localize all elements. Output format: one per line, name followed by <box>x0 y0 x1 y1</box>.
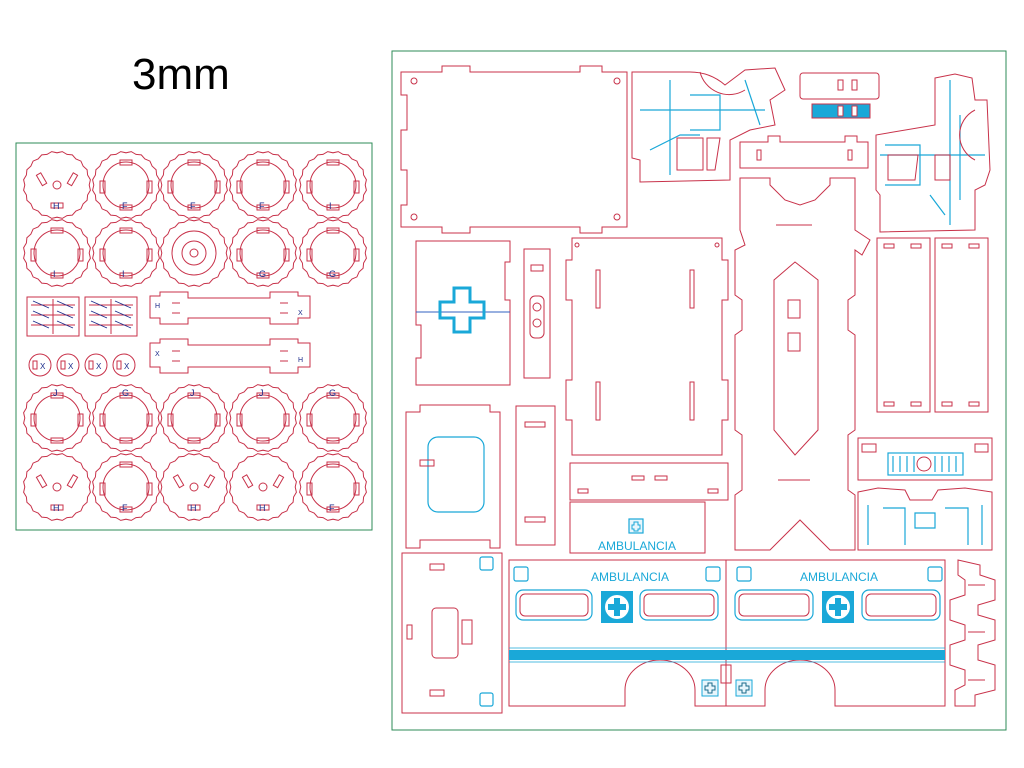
wheel-part: J <box>160 384 228 452</box>
front-bumper <box>857 487 993 551</box>
stripe <box>509 650 945 660</box>
medical-cross-icon <box>822 591 854 623</box>
wheel-part: F <box>229 151 297 219</box>
wheel-letter: I <box>53 269 56 279</box>
medical-cross-icon <box>735 679 753 697</box>
cab-side-left <box>631 67 786 183</box>
hub-part: X <box>56 353 80 377</box>
back-door-panel <box>401 552 503 714</box>
wheel-letter: G <box>122 388 129 398</box>
rear-door-panel <box>415 240 511 386</box>
wheel-letter: G <box>259 269 266 279</box>
wheel-part: I <box>92 219 160 287</box>
wheel-part: I <box>23 219 91 287</box>
hub-part: X <box>28 353 52 377</box>
medical-cross-icon <box>631 521 641 532</box>
wheel-part: H <box>23 453 91 521</box>
wheel-part: H <box>160 453 228 521</box>
large-sheet-frame <box>391 50 1007 731</box>
medical-cross-icon <box>438 286 486 334</box>
wheel-parts: H F F F I I I G G J G J J G H F H H F <box>23 151 367 521</box>
wheel-part: F <box>92 151 160 219</box>
small-sheet-frame <box>15 142 373 531</box>
wheel-part: J <box>23 384 91 452</box>
tab-strips <box>26 296 138 337</box>
door-post <box>515 405 556 546</box>
wheel-part: F <box>92 453 160 521</box>
chassis-frame <box>734 177 871 551</box>
bench-plates <box>876 237 989 413</box>
large-sheet: AMBULANCIA <box>391 50 1007 731</box>
side-text-left: AMBULANCIA <box>591 570 669 584</box>
hub-letter: X <box>124 362 130 371</box>
hub-letter: X <box>68 362 74 371</box>
wheel-letter: F <box>190 201 196 211</box>
wheel-letter: F <box>122 503 128 513</box>
wheel-letter: H <box>53 503 60 513</box>
wheel-part: G <box>92 384 160 452</box>
hub-letter: X <box>96 362 102 371</box>
wheel-part: J <box>229 384 297 452</box>
tab-strip-right <box>84 296 138 337</box>
hub-part: X <box>112 353 136 377</box>
wheel-letter: G <box>329 388 336 398</box>
wheel-letter: J <box>190 388 195 398</box>
floor-panel <box>565 237 729 456</box>
wheel-letter: G <box>329 269 336 279</box>
wheel-part: F <box>299 453 367 521</box>
medical-cross-icon <box>701 679 719 697</box>
wheel-letter: J <box>53 388 58 398</box>
axle-beam-bottom: X H <box>149 338 311 374</box>
front-grille <box>857 437 993 481</box>
wheel-letter: F <box>329 503 335 513</box>
side-door-panel <box>405 404 501 549</box>
wheel-letter: H <box>259 503 266 513</box>
cab-side-right <box>875 73 991 233</box>
body-side-panel: AMBULANCIA AMBULANCIA <box>508 559 946 707</box>
beam-label: X <box>155 351 160 358</box>
wheel-letter: I <box>122 269 125 279</box>
wheel-letter: F <box>259 201 265 211</box>
tab-strip-left <box>26 296 80 337</box>
wheel-letter: H <box>190 503 197 513</box>
beam-label: H <box>155 303 160 310</box>
zigzag-strip <box>949 559 996 707</box>
wheel-part: F <box>160 151 228 219</box>
side-post <box>523 248 551 379</box>
ambulance-label-text: AMBULANCIA <box>598 539 676 553</box>
wheel-letter: J <box>259 388 264 398</box>
wheel-part: G <box>299 219 367 287</box>
hub-part: X <box>84 353 108 377</box>
dash-strip <box>739 135 869 169</box>
wheel-part: H <box>23 151 91 219</box>
wheel-part: I <box>299 151 367 219</box>
light-bar-plate <box>799 72 880 100</box>
ambulance-label-plate: AMBULANCIA <box>569 501 706 554</box>
floor-strip <box>569 462 729 501</box>
axle-beam-top: H X <box>149 291 311 325</box>
side-text-right: AMBULANCIA <box>800 570 878 584</box>
hub-letter: X <box>40 362 46 371</box>
small-sheet: H F F F I I I G G J G J J G H F H H F X X X X <box>15 142 373 531</box>
medical-cross-icon <box>601 591 633 623</box>
wheel-letter: I <box>329 201 332 211</box>
wheel-letter: H <box>53 201 60 211</box>
wheel-part <box>160 219 228 287</box>
wheel-part: G <box>229 219 297 287</box>
beam-label: X <box>298 310 303 317</box>
wheel-part: H <box>229 453 297 521</box>
siren-light <box>811 103 871 119</box>
beam-label: H <box>298 357 303 364</box>
wheel-part: G <box>299 384 367 452</box>
roof-panel <box>400 65 628 234</box>
thickness-label: 3mm <box>132 50 230 99</box>
wheel-letter: F <box>122 201 128 211</box>
